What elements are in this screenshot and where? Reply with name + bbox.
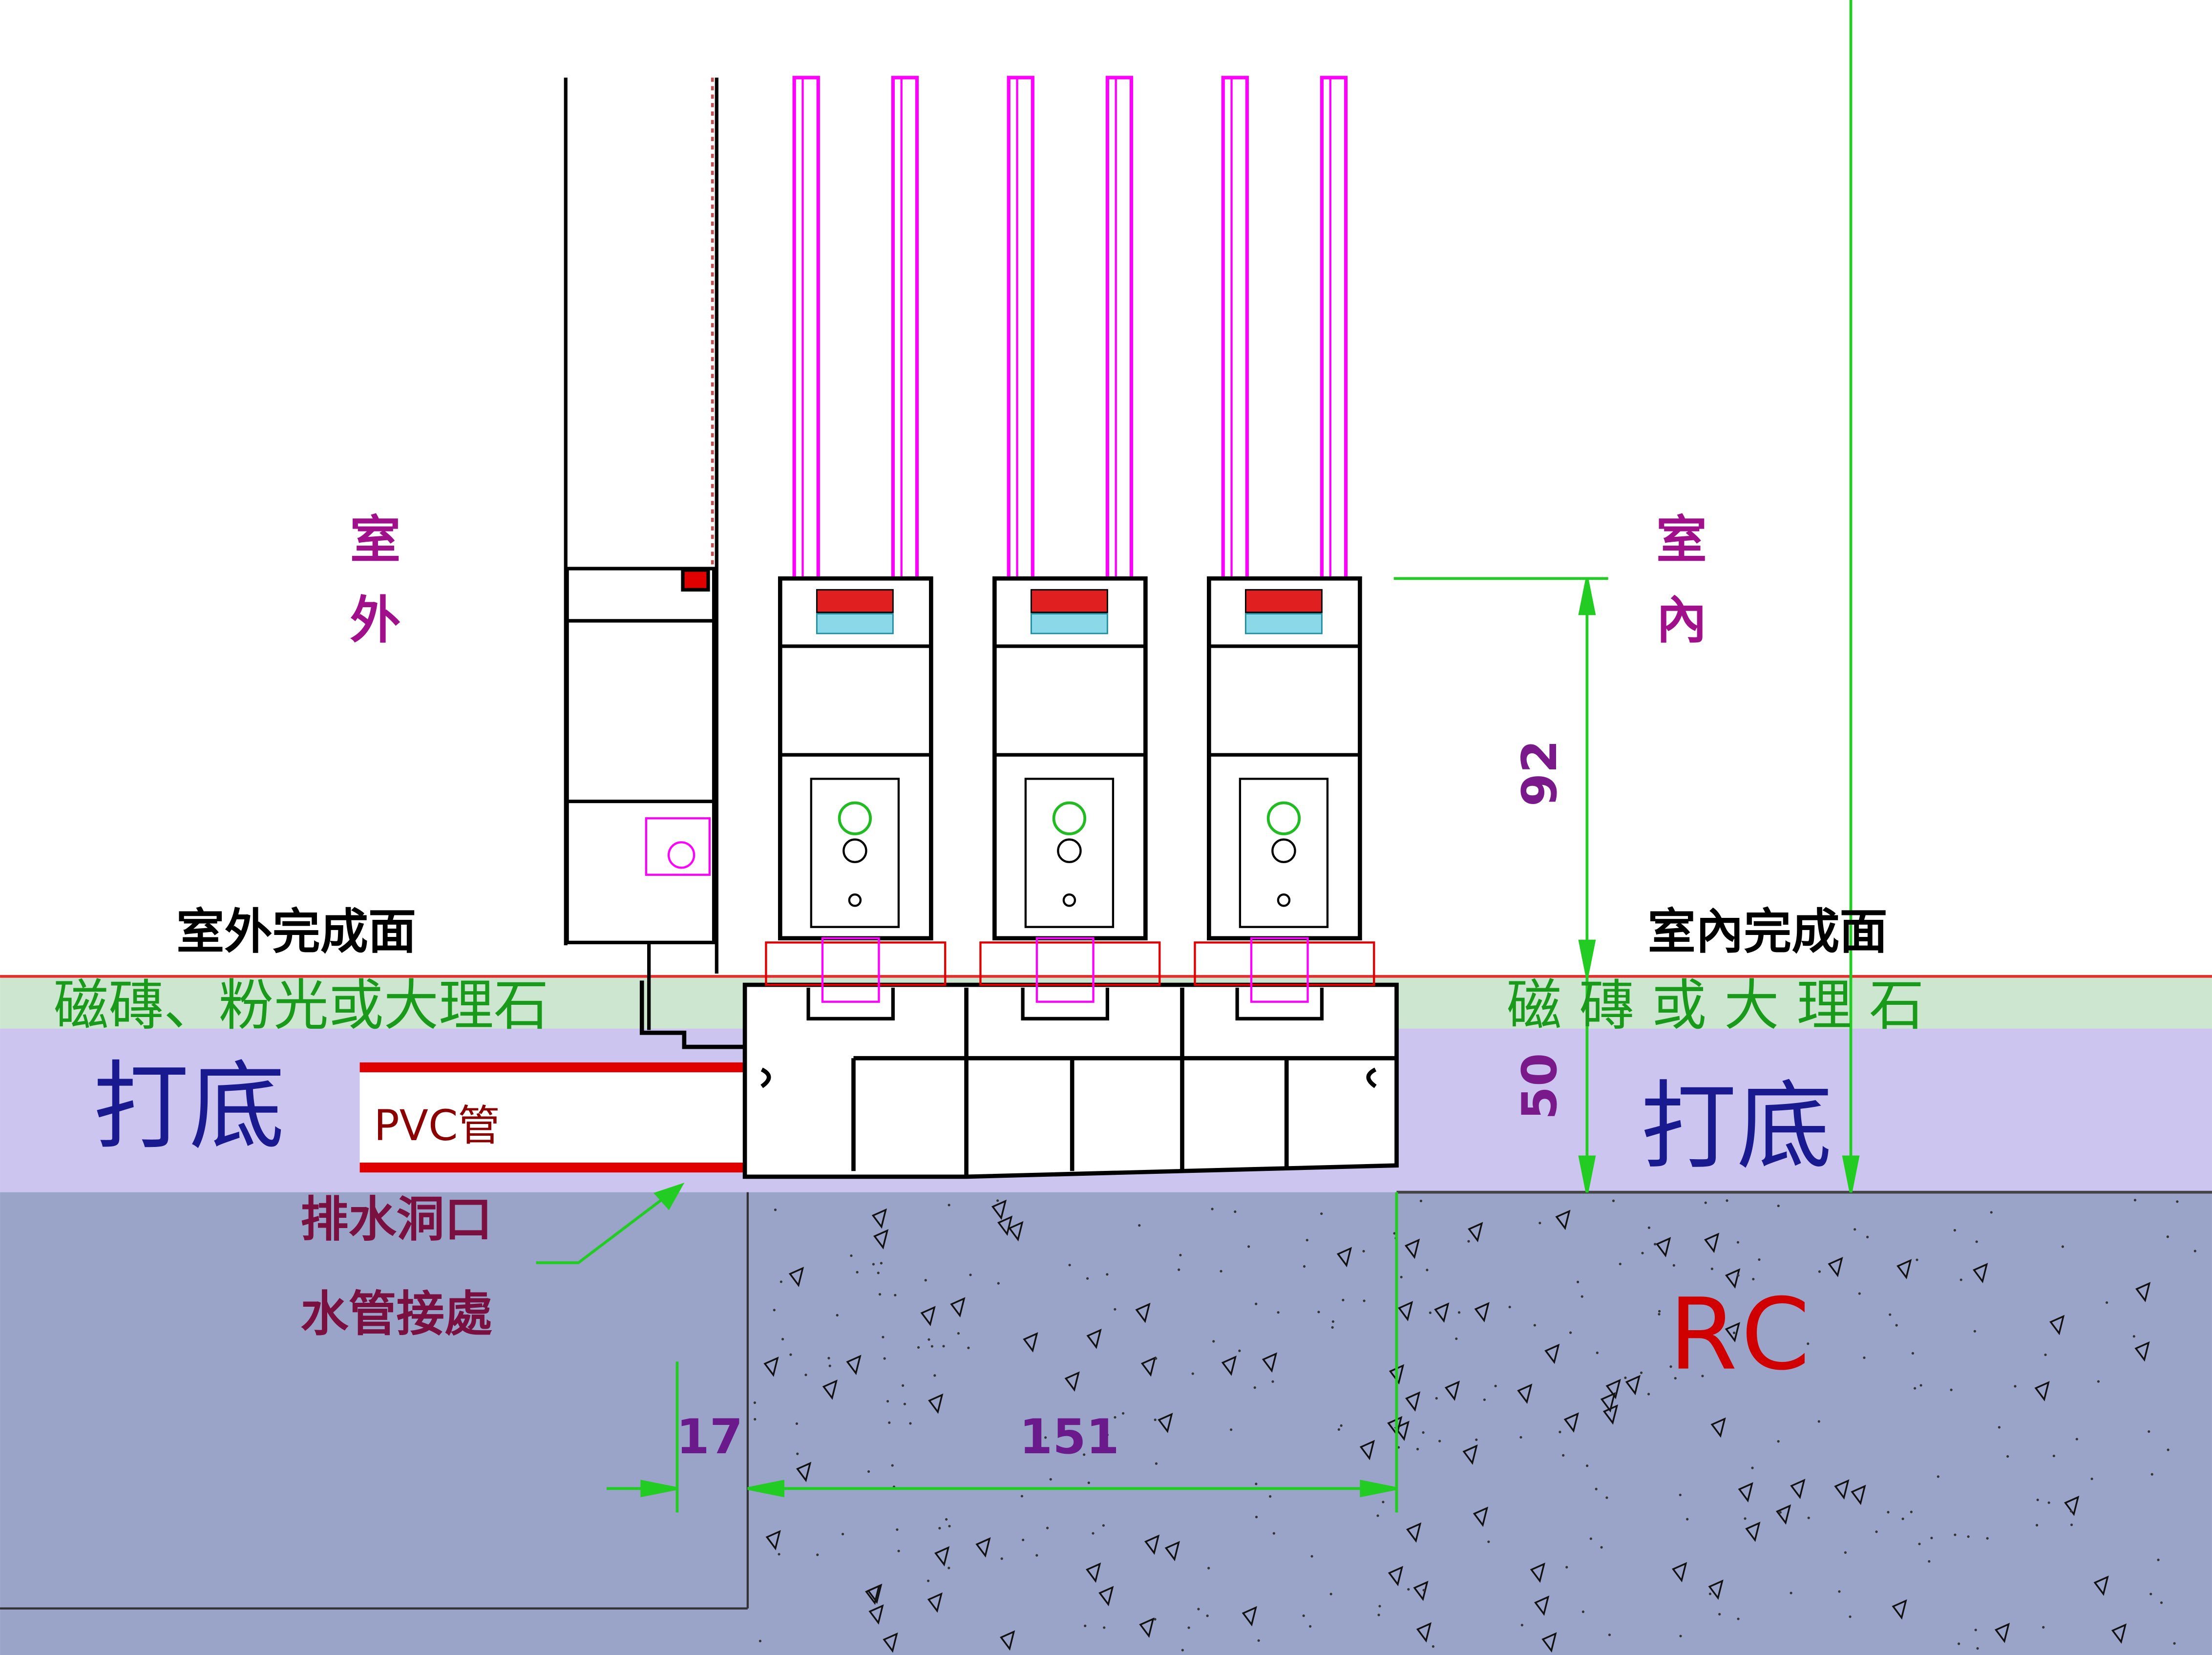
dimension-50: 50: [1512, 1053, 1568, 1120]
concrete-aggregate-hatch: [753, 1199, 2196, 1653]
indoor-finish-material: 磁 磚 或 大 理 石: [1507, 973, 1924, 1038]
outdoor-label-1: 室: [350, 510, 400, 570]
sash-unit: [765, 76, 947, 1020]
outdoor-label-2: 外: [350, 591, 400, 650]
setting-block: [816, 613, 894, 635]
roller-screw-icon: [838, 801, 872, 835]
glass-pane: [792, 76, 820, 637]
roller-screw-icon: [1266, 801, 1301, 835]
glass-pane: [1221, 76, 1249, 637]
sash-unit: [979, 76, 1161, 1020]
outdoor-finish-label: 室外完成面: [176, 904, 416, 960]
glazing-gasket: [816, 589, 894, 613]
glass-pane: [1007, 76, 1034, 637]
sill-track-frame: [742, 982, 1399, 1179]
pipe-joint-label: 水管接處: [300, 1287, 492, 1342]
glazing-gasket: [1244, 589, 1323, 613]
glazing-gasket: [1030, 589, 1108, 613]
sliding-sashes: [765, 76, 1375, 1020]
rc-label: RC: [1669, 1277, 1818, 1392]
indoor-finish-label: 室內完成面: [1648, 904, 1888, 960]
indoor-label-2: 內: [1656, 591, 1707, 650]
glass-pane: [891, 76, 919, 637]
setting-block: [1244, 613, 1323, 635]
pvc-pipe: [359, 1062, 791, 1173]
concrete-slab: [0, 1192, 2212, 1655]
drain-hole-label: 排水洞口: [300, 1192, 492, 1248]
sash-unit: [1194, 76, 1375, 1020]
glass-pane: [1105, 76, 1134, 637]
pvc-pipe-label: PVC管: [374, 1102, 500, 1150]
dimension-lines: [536, 0, 1860, 1513]
indoor-label-1: 室: [1656, 510, 1707, 570]
dimension-92: 92: [1512, 740, 1568, 806]
outdoor-finish-material: 磁磚、粉光或大理石: [54, 973, 549, 1038]
glass-pane: [1320, 76, 1348, 637]
setting-block: [1030, 613, 1108, 635]
roller-screw-icon: [1052, 801, 1087, 835]
base-label-right: 打底: [1641, 1071, 1833, 1183]
base-label-left: 打底: [93, 1052, 285, 1163]
dimension-151: 151: [1019, 1409, 1119, 1465]
dimension-17: 17: [676, 1409, 743, 1465]
outer-fixed-frame: [564, 77, 745, 1049]
